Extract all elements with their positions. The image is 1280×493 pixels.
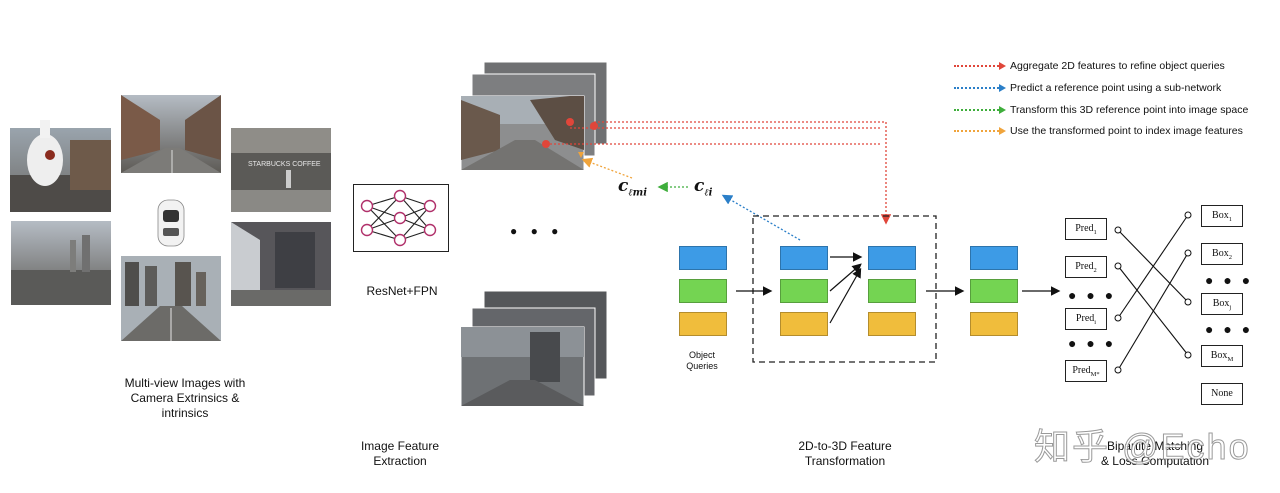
pred-label: Pred — [1075, 313, 1095, 324]
pred-sub: M* — [1090, 371, 1100, 378]
box-sub: 2 — [1228, 254, 1232, 261]
box-label: Box — [1210, 350, 1228, 361]
query-box-yellow — [679, 312, 727, 336]
resnet-label: ResNet+FPN — [366, 284, 438, 298]
watermark: 知乎 @Echo — [1034, 426, 1251, 468]
pred-sub: 1 — [1093, 229, 1097, 236]
bipartite-match-lines — [1117, 214, 1189, 371]
gt-box: Box2 — [1201, 243, 1243, 265]
query-box-green — [780, 279, 828, 303]
camera-image-back-right — [231, 222, 331, 306]
box-label: Box — [1212, 298, 1230, 309]
legend-item-transform: Transform this 3D reference point into i… — [954, 103, 1248, 117]
resnet-network-diagram — [353, 184, 449, 252]
query-box-green — [970, 279, 1018, 303]
gt-box: Boxj — [1201, 293, 1243, 315]
box-label: Box — [1212, 248, 1229, 259]
multiview-images: STARBUCKS COFFEE — [10, 95, 331, 341]
legend-item-predict: Predict a reference point using a sub-ne… — [954, 81, 1221, 95]
box-label: Box — [1212, 210, 1229, 221]
index-feature-line — [581, 157, 633, 179]
box-ellipsis: ● ● ● — [1205, 272, 1254, 288]
pred-ellipsis: ● ● ● — [1068, 287, 1117, 303]
box-ellipsis: ● ● ● — [1205, 321, 1254, 337]
camera-image-front-right: STARBUCKS COFFEE — [231, 128, 331, 212]
box-sub: 1 — [1228, 216, 1232, 223]
legend-item-index: Use the transformed point to index image… — [954, 124, 1243, 138]
transformation-module-box — [752, 215, 937, 363]
symbol-c-li: cℓi — [694, 176, 712, 198]
symbol-c-li-sub: ℓi — [704, 187, 713, 199]
camera-image-back — [121, 256, 221, 341]
query-box-yellow — [970, 312, 1018, 336]
query-box-green — [868, 279, 916, 303]
feature-map-stack-top — [460, 61, 608, 171]
object-queries-label: Object Queries — [686, 350, 718, 371]
aggregate-feature-lines — [546, 121, 892, 225]
pred-sub: 2 — [1093, 267, 1097, 274]
box-sub: j — [1229, 304, 1232, 311]
gt-box: BoxM — [1201, 345, 1243, 367]
feature-extraction-caption: Image Feature Extraction — [360, 439, 440, 468]
storefront-sign: STARBUCKS COFFEE — [248, 161, 321, 168]
box-label: None — [1211, 388, 1233, 399]
symbol-c-lmi-sub: ℓmi — [628, 187, 648, 199]
legend-item-aggregate: Aggregate 2D features to refine object q… — [954, 59, 1225, 73]
sampling-point-marker — [578, 152, 584, 158]
pred-box: Pred2 — [1065, 256, 1107, 278]
pred-label: Pred — [1075, 223, 1094, 234]
pred-box: Pred1 — [1065, 218, 1107, 240]
pred-label: Pred — [1075, 261, 1094, 272]
camera-ellipsis: ● ● ● — [510, 224, 564, 238]
query-box-blue — [780, 246, 828, 270]
gt-box: Box1 — [1201, 205, 1243, 227]
pred-box: PredM* — [1065, 360, 1107, 382]
query-box-blue — [679, 246, 727, 270]
legend-label: Use the transformed point to index image… — [1010, 125, 1243, 137]
camera-image-front-left — [10, 120, 111, 212]
symbol-c-lmi-base: c — [618, 176, 629, 196]
predict-reference-line — [721, 194, 801, 241]
query-box-yellow — [780, 312, 828, 336]
pred-sub: i — [1094, 319, 1097, 326]
multiview-caption: Multi-view Images with Camera Extrinsics… — [124, 376, 246, 420]
query-box-blue — [868, 246, 916, 270]
camera-image-back-left — [11, 221, 111, 305]
legend-label: Predict a reference point using a sub-ne… — [1010, 82, 1222, 94]
legend-label: Aggregate 2D features to refine object q… — [1010, 60, 1225, 72]
query-box-yellow — [868, 312, 916, 336]
gt-box-none: None — [1201, 383, 1243, 405]
feature-map-stack-bottom — [460, 290, 608, 407]
matching-caption: Bipartite Matching & Loss Computation — [1100, 439, 1210, 468]
legend-label: Transform this 3D reference point into i… — [1010, 104, 1249, 116]
pred-label: Pred — [1072, 365, 1091, 376]
query-box-green — [679, 279, 727, 303]
pred-ellipsis: ● ● ● — [1068, 335, 1117, 351]
camera-image-front — [121, 95, 221, 173]
box-sub: M — [1227, 356, 1234, 363]
symbol-c-lmi: cℓmi — [618, 176, 647, 198]
transformation-caption: 2D-to-3D Feature Transformation — [798, 439, 892, 468]
symbol-c-li-base: c — [694, 176, 705, 196]
reference-point-marker — [566, 118, 574, 126]
pred-box: Predi — [1065, 308, 1107, 330]
query-box-blue — [970, 246, 1018, 270]
ego-car-icon — [157, 199, 185, 247]
